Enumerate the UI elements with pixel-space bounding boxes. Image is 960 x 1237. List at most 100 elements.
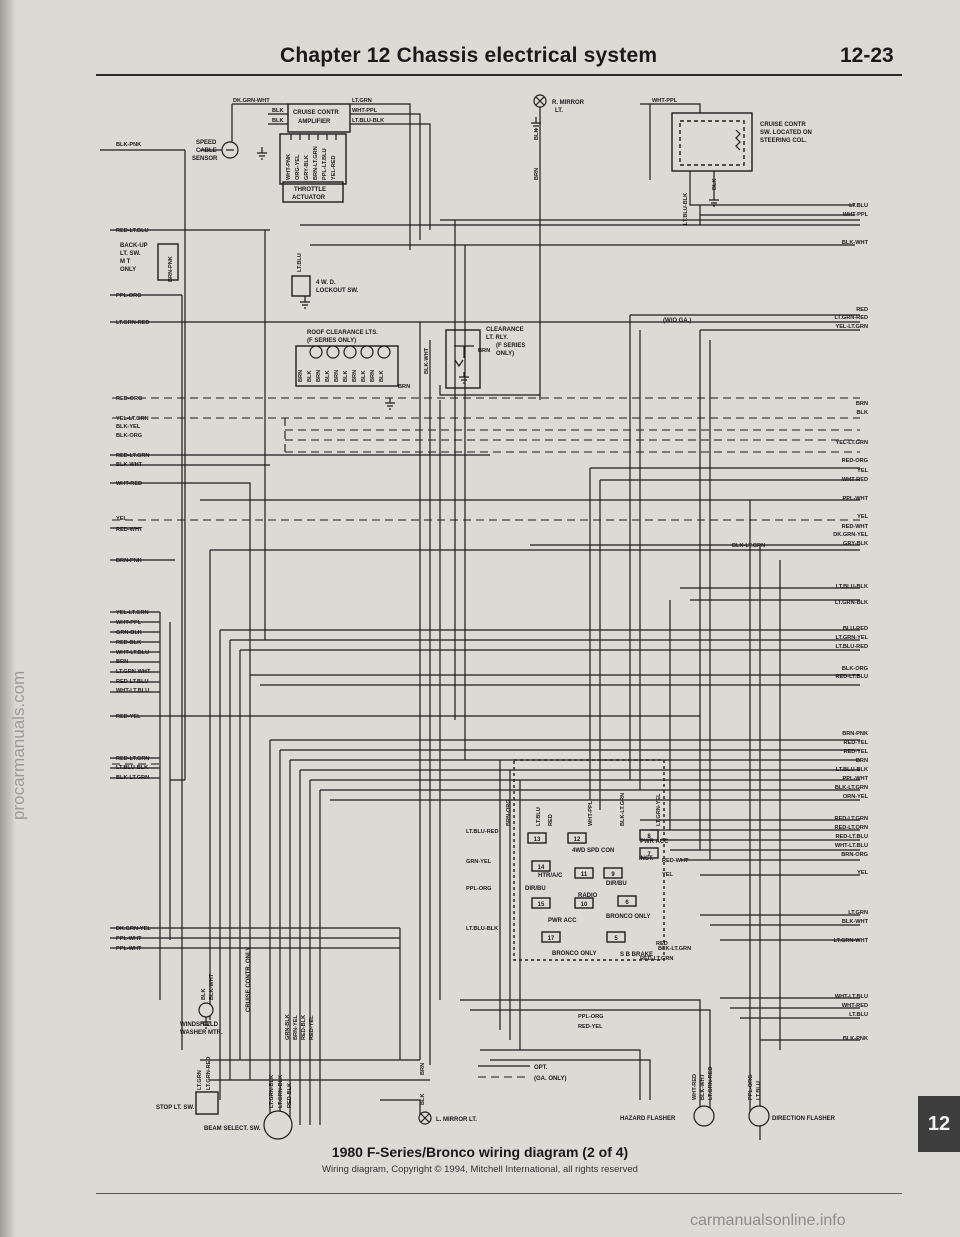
wire-label: PPL-WHT [116,936,142,942]
roof-clearance-label: ROOF CLEARANCE LTS. [307,330,378,336]
wire-label: WHT-LT.BLU [835,843,868,849]
wire-label: RED-LT.GRN [116,756,149,762]
wo-ga-label: (W/O GA.) [663,318,691,324]
wire-label: PPL-WHT [843,776,869,782]
wire-label: RED-ORG [842,458,868,464]
speed-sensor: SPEED CABLE SENSOR [192,140,239,162]
fuse-number: 12 [574,837,581,843]
actuator-pin-label: WHT-PNK [286,154,292,180]
fuse [603,867,623,879]
figure-caption: 1980 F-Series/Bronco wiring diagram (2 o… [331,1144,629,1160]
fuse-number: 9 [611,872,615,878]
washer-motor: WINDSHIELD WASHER MTR. [180,1002,223,1036]
fuse-label: BRONCO ONLY [552,951,596,957]
wire-label: BLK-WHT [424,347,430,374]
page-title: Chapter 12 Chassis electrical system [280,44,658,67]
wire-label: LT.BLU [849,203,868,209]
wire-label: LT.BLU-RED [835,644,868,650]
wire-label: BRN-ORG [506,799,512,826]
wire-label: RED-LT.BLU [116,679,149,685]
wire-label: LT.BLU [297,253,303,272]
hazard-flasher: HAZARD FLASHER [620,1105,715,1127]
wire-label: WHT-LT.BLU [116,650,149,656]
inline-wire-labels: DK.GRN-WHTBLKBLKLT.GRNWHT-PPLLT.BLU-BLKW… [168,98,765,1108]
wire-label: LT.BLU-BLK [352,118,384,124]
wire-label: GRN-YEL [466,859,492,865]
wire-label: BLU-RED [843,626,868,632]
wire-label: RED [656,941,668,947]
wire-label: YEL [116,516,127,522]
wire-label: BRN-PNK [168,256,174,282]
wire-label: BRN-YEL [293,1015,299,1040]
clearance-relay-label: (F SERIES [496,343,525,349]
wire-label: RED-BLK [301,1015,307,1040]
clearance-relay-label: CLEARANCE [486,327,524,333]
speed-sensor-label: SPEED [196,140,217,146]
wire-label: RED-LT.BLU [835,834,868,840]
cruise-contr-only-label: CRUISE CONTR. ONLY [246,947,252,1012]
wire-label: WHT-RED [842,477,868,483]
legend-ga-only: (GA. ONLY) [534,1076,566,1082]
fuse-number: 8 [647,834,651,840]
watermark-left: procarmanuals.com [9,670,28,820]
wire-label: RED-YEL [843,740,868,746]
clearance-relay: CLEARANCE LT. RLY. (F SERIES ONLY) [445,327,525,389]
clearance-lamp [377,345,391,359]
wire-label: WHT-PPL [588,800,594,826]
wire-label: PPL-WHT [116,946,142,952]
wire-label: LT.GRN-BLK [278,1075,284,1108]
fuse [531,860,551,872]
clearance-lamp [360,345,374,359]
roof-pin-label: BLK [343,371,349,383]
wire-label: RED-WHT [842,524,869,530]
wire-label: BLK [201,989,207,1001]
fuse-label: HTR/A/C [538,873,563,879]
wire-label: LT.BLU [756,1081,762,1100]
wire-label: BLK [857,410,869,416]
fuse-label: INST. [639,856,654,862]
wire-label: LT.GRN-WHT [834,938,869,944]
stop-switch-label: STOP LT. SW. [156,1105,195,1111]
wire-label: WHT-RED [692,1074,698,1100]
wire-label: YEL-LT.GRN [835,440,868,446]
roof-pin-label: BRN [370,370,376,382]
wire-label: PPL-ORG [748,1075,754,1100]
l-mirror-lamp: L. MIRROR LT. [418,1111,477,1125]
clearance-lamp [326,345,340,359]
fuse [606,931,626,943]
lockout-switch: 4 W. D. LOCKOUT SW. [291,275,359,297]
roof-pin-label: BRN [298,370,304,382]
roof-pin-label: BLK [361,371,367,383]
hazard-flasher-label: HAZARD FLASHER [620,1116,676,1122]
fuse [639,829,659,841]
backup-switch-label: M T [120,259,131,265]
wire-label: WHT-RED [116,481,142,487]
wire-runs [100,103,860,1140]
wire-label: RED-WHT [662,858,689,864]
fuse-label: S B BRAKE [620,952,653,958]
wire-label: BLK-WHT [209,973,215,1000]
fuse-label: BRONCO ONLY [606,914,650,920]
wire-label: BRN [534,168,540,180]
roof-pin-label: BLK [307,371,313,383]
wire-label: BLK-WHT [116,462,143,468]
wire-label: BRN [420,1063,426,1075]
wire-label: BRN-PNK [116,558,142,564]
figure-copyright: Wiring diagram, Copyright © 1994, Mitche… [322,1164,638,1175]
cruise-switch-label: CRUISE CONTR [760,122,806,128]
cruise-control-switch: CRUISE CONTR SW. LOCATED ON STEERING COL… [671,112,812,172]
fuse-label: 4WD SPD CON [572,848,614,854]
fuse-number: 15 [538,902,545,908]
wire-label: RED-LT.GRN [835,816,868,822]
wire-label: LT.GRN [352,98,372,104]
wire-label: BLK-LT.GRN [732,543,765,549]
wire-label: LT.BLU-BLK [836,767,868,773]
wire-label: WHT-PPL [116,620,142,626]
wire-label: RED-WHT [116,527,143,533]
wire-label: PPL-ORG [578,1014,603,1020]
backup-switch-label: BACK-UP [120,243,148,249]
wire-label: WHT-PPL [843,212,869,218]
watermark-bottom: carmanualsonline.info [690,1212,846,1229]
wire-label: YEL [857,468,868,474]
